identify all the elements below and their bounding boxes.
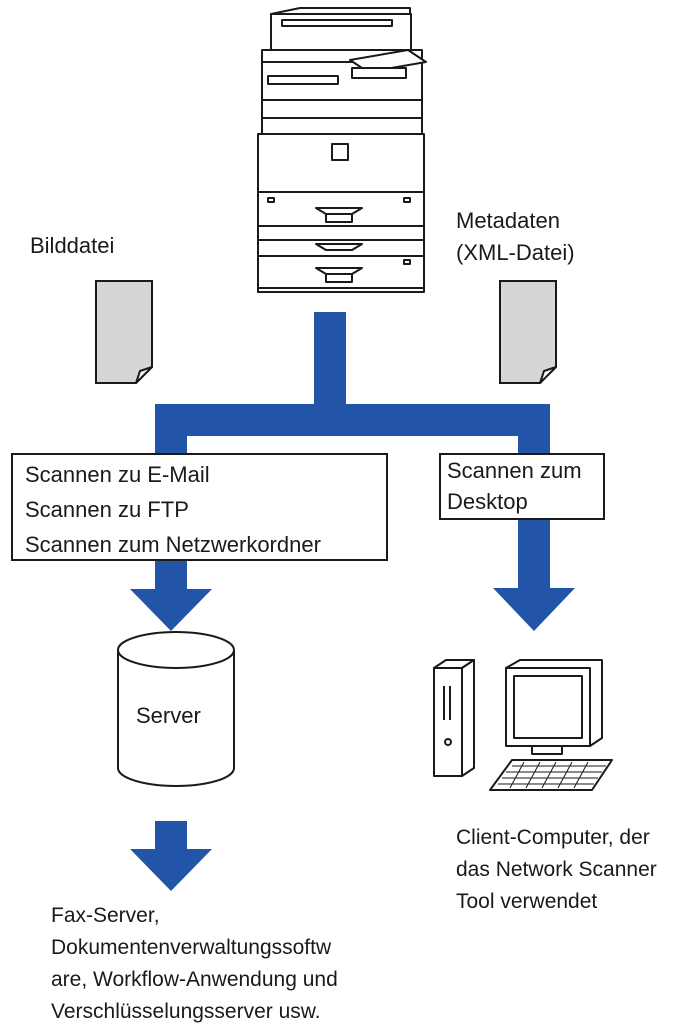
fax-server-caption: Fax-Server, Dokumentenverwaltungssoftw a… bbox=[51, 900, 338, 1028]
scan-to-desktop-line-2: Desktop bbox=[447, 489, 528, 514]
client-caption-line-3: Tool verwendet bbox=[456, 890, 598, 913]
metadata-label-line-1: Metadaten bbox=[456, 208, 560, 233]
arrow-to-fax-server bbox=[130, 821, 212, 891]
client-caption-line-1: Client-Computer, der bbox=[456, 826, 650, 849]
scan-to-desktop-box: Scannen zum Desktop bbox=[439, 453, 605, 520]
flow-connector bbox=[155, 312, 550, 456]
metadata-label-line-2: (XML-Datei) bbox=[456, 240, 575, 265]
client-computer-caption: Client-Computer, der das Network Scanner… bbox=[456, 822, 657, 918]
scan-to-ftp-label: Scannen zu FTP bbox=[25, 497, 189, 522]
image-file-document-icon bbox=[95, 280, 153, 384]
server-label: Server bbox=[136, 703, 201, 728]
image-file-label: Bilddatei bbox=[30, 233, 115, 258]
scan-to-network-folder-label: Scannen zum Netzwerkordner bbox=[25, 532, 321, 557]
scan-to-email-label: Scannen zu E-Mail bbox=[25, 462, 210, 487]
arrow-to-client bbox=[493, 520, 575, 631]
fax-caption-line-3: are, Workflow-Anwendung und bbox=[51, 968, 338, 991]
client-computer-icon bbox=[433, 659, 613, 791]
server-icon bbox=[117, 631, 235, 787]
client-caption-line-2: das Network Scanner bbox=[456, 858, 657, 881]
metadata-document-icon bbox=[499, 280, 557, 384]
metadata-label: Metadaten (XML-Datei) bbox=[456, 205, 575, 269]
scan-to-desktop-line-1: Scannen zum bbox=[447, 458, 582, 483]
fax-caption-line-2: Dokumentenverwaltungssoftw bbox=[51, 936, 332, 959]
scan-to-network-destinations-box: Scannen zu E-Mail Scannen zu FTP Scannen… bbox=[11, 453, 388, 561]
arrow-to-server bbox=[130, 561, 212, 631]
fax-caption-line-1: Fax-Server, bbox=[51, 904, 160, 927]
printer-icon bbox=[257, 7, 427, 293]
fax-caption-line-4: Verschlüsselungsserver usw. bbox=[51, 1000, 321, 1023]
